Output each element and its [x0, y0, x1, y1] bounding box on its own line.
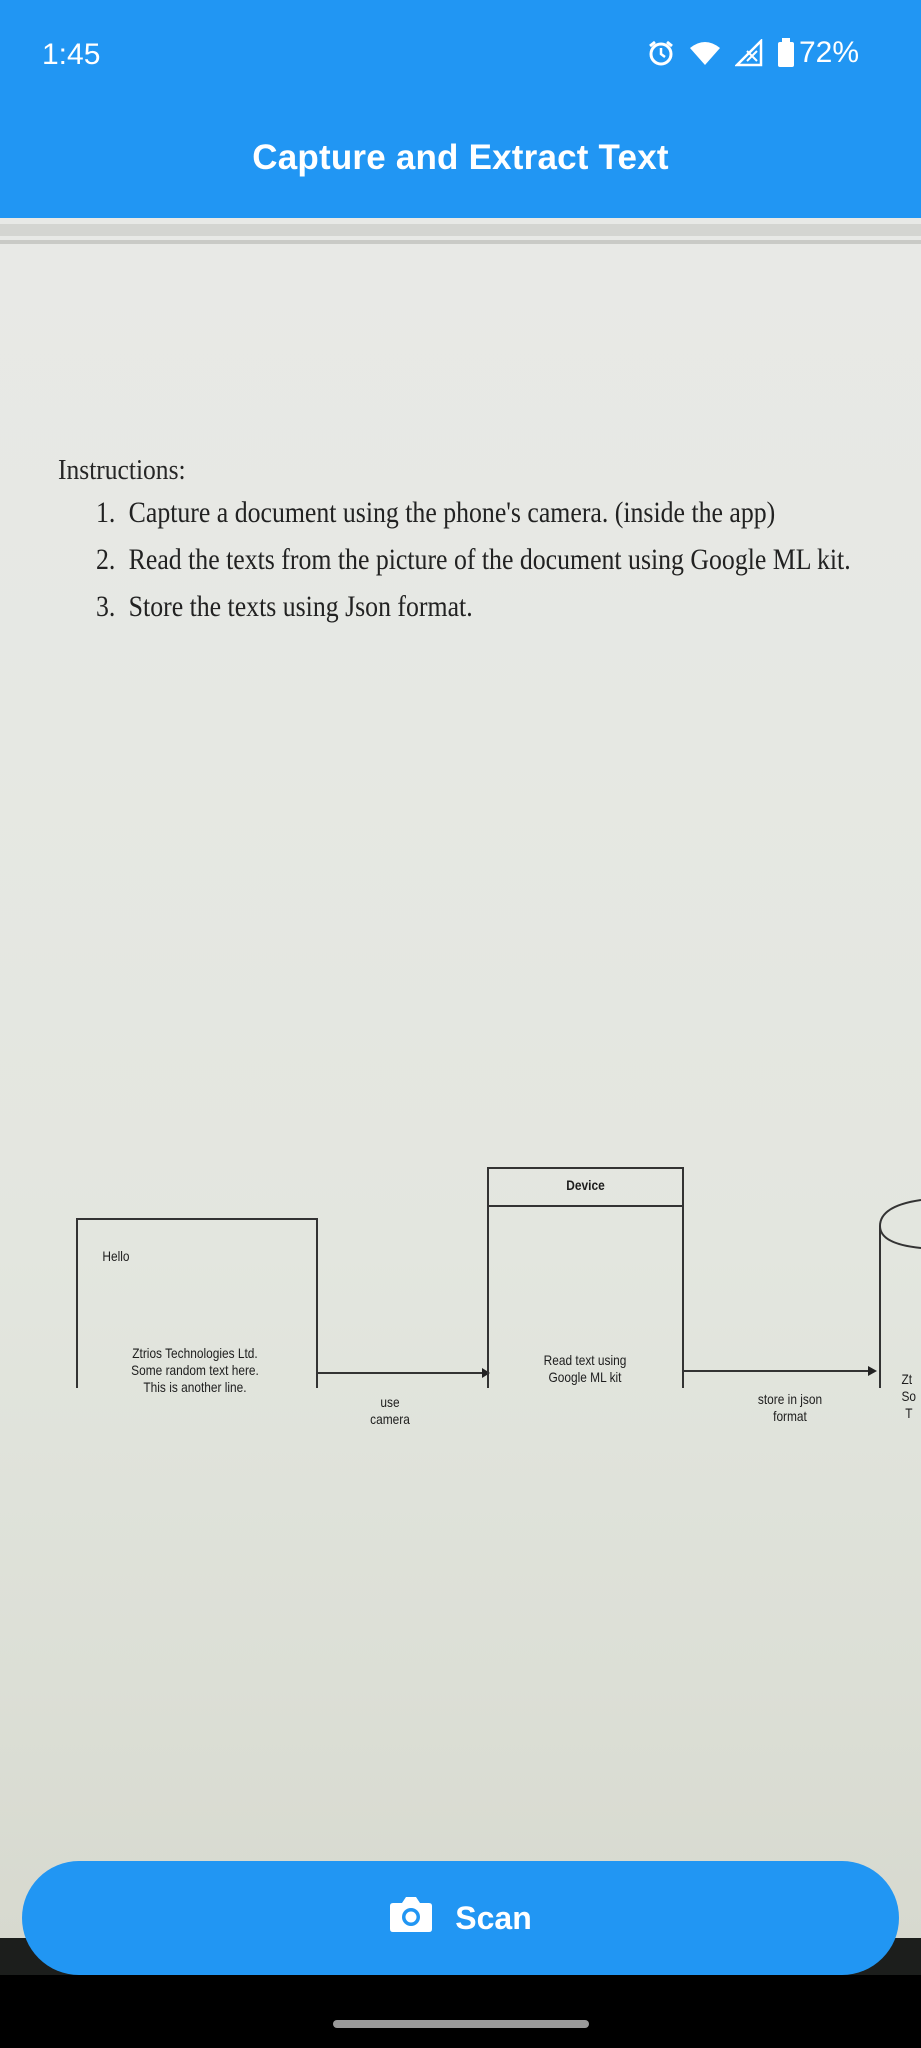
paper-edge-line	[0, 240, 921, 244]
arrow-head-2	[868, 1366, 877, 1376]
doc-line-1: Ztrios Technologies Ltd.	[132, 1345, 258, 1361]
alarm-icon	[647, 39, 675, 67]
instruction-text: Store the texts using Json format.	[128, 590, 473, 623]
storage-line-1: Zt	[901, 1371, 913, 1387]
arrow2-label-1: store in json	[757, 1391, 823, 1407]
instruction-number: 1.	[96, 496, 116, 529]
camera-icon	[389, 1895, 433, 1941]
instruction-text: Capture a document using the phone's cam…	[128, 496, 776, 529]
paper-edge	[0, 224, 921, 236]
device-line-2: Google ML kit	[548, 1369, 622, 1385]
battery-icon: 72%	[777, 36, 859, 70]
home-handle[interactable]	[333, 2020, 589, 2028]
arrow-head-1	[482, 1368, 490, 1378]
battery-percent: 72%	[798, 36, 859, 69]
doc-line-2: Some random text here.	[131, 1362, 259, 1378]
arrow1-label-2: camera	[370, 1411, 410, 1427]
device-box	[487, 1167, 684, 1388]
instruction-number: 3.	[96, 590, 116, 623]
app-bar: 1:45 72% Capture and Extract Text	[0, 0, 921, 218]
scan-button-label: Scan	[455, 1899, 532, 1936]
scan-button[interactable]: Scan	[22, 1861, 899, 1975]
navigation-bar	[0, 1975, 921, 2048]
instruction-item: 2. Read the texts from the picture of the…	[96, 543, 851, 590]
instructions-heading: Instructions:	[58, 454, 186, 486]
instructions-list: 1. Capture a document using the phone's c…	[96, 496, 921, 637]
storage-cylinder-rim	[879, 1225, 921, 1249]
instruction-item: 1. Capture a document using the phone's c…	[96, 496, 851, 543]
instruction-item: 3. Store the texts using Json format.	[96, 590, 851, 637]
instruction-text: Read the texts from the picture of the d…	[128, 543, 851, 576]
doc-hello: Hello	[102, 1248, 130, 1264]
storage-line-3: T	[905, 1405, 913, 1421]
arrow1-label-1: use	[380, 1394, 400, 1410]
flow-diagram: Hello Ztrios Technologies Ltd. Some rand…	[0, 938, 921, 1427]
device-line-1: Read text using	[543, 1352, 627, 1368]
wifi-icon	[689, 40, 721, 66]
diagram-shapes	[76, 1167, 921, 1388]
instruction-number: 2.	[96, 543, 116, 576]
status-icons: 72%	[647, 36, 859, 70]
status-time: 1:45	[42, 38, 101, 71]
storage-line-2: So	[901, 1388, 917, 1404]
arrow2-label-2: format	[773, 1408, 807, 1424]
doc-line-3: This is another line.	[143, 1379, 247, 1395]
document-box	[76, 1218, 318, 1388]
camera-preview[interactable]: Instructions: 1. Capture a document using…	[0, 218, 921, 1938]
page-title: Capture and Extract Text	[252, 138, 669, 177]
device-header: Device	[566, 1177, 605, 1193]
storage-cylinder	[879, 1199, 921, 1388]
cell-signal-icon	[734, 39, 763, 67]
